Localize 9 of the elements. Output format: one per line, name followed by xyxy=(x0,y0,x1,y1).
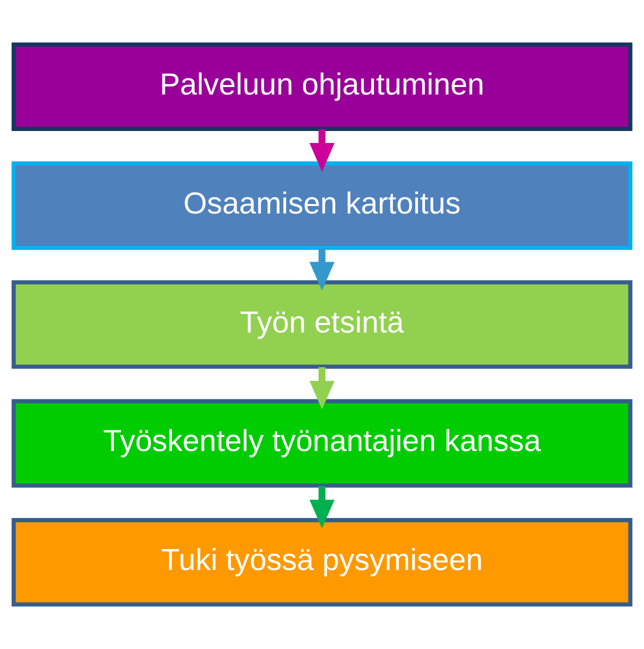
arrow xyxy=(309,129,335,172)
node-box: Työskentely työnantajien kanssa xyxy=(12,399,632,488)
arrow xyxy=(309,367,335,410)
arrow xyxy=(309,486,335,528)
node-box: Osaamisen kartoitus xyxy=(12,161,632,250)
node-box: Palveluun ohjautuminen xyxy=(12,42,632,131)
node-box: Työn etsintä xyxy=(12,280,632,369)
node-box: Tuki työssä pysymiseen xyxy=(12,518,632,607)
arrow xyxy=(309,248,335,291)
